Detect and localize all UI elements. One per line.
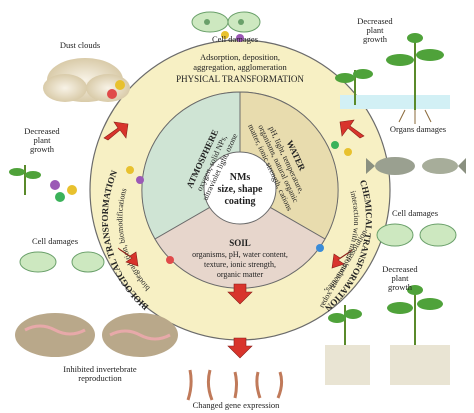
label-decreased-bottom-right-1: Decreased — [382, 264, 418, 274]
svg-text:organic matter: organic matter — [217, 270, 264, 279]
label-organs-damages: Organs damages — [390, 124, 446, 134]
label-decreased-top-right-1: Decreased — [357, 16, 393, 26]
arrow-down-soil — [227, 283, 253, 305]
worms-image — [15, 313, 178, 357]
label-cell-damages-right: Cell damages — [392, 208, 438, 218]
dust-cloud-image — [43, 58, 130, 102]
physical-text: Adsorption, deposition, aggregation, agg… — [176, 52, 304, 84]
label-decreased-top-right-3: growth — [363, 34, 388, 44]
label-inhibited-2: reproduction — [78, 373, 122, 383]
label-changed-gene: Changed gene expression — [193, 400, 281, 410]
svg-text:aggregation, agglomeration: aggregation, agglomeration — [193, 62, 287, 72]
center-circle — [203, 151, 277, 225]
svg-text:size, shape: size, shape — [218, 184, 264, 195]
arrow-right-upper — [339, 119, 365, 139]
label-dust-clouds: Dust clouds — [60, 40, 100, 50]
arrow-left-upper — [103, 121, 129, 141]
svg-text:coating: coating — [224, 196, 255, 207]
label-cell-damages-top: Cell damages — [212, 34, 258, 44]
nanoparticles — [126, 31, 352, 264]
label-decreased-top-right-2: plant — [367, 25, 385, 35]
cell-damage-left-image — [19, 251, 105, 273]
outer-labels: Dust clouds Cell damages Decreased plant… — [24, 16, 446, 410]
cell-damage-top-image — [191, 11, 261, 33]
plant-top-right-image — [335, 33, 450, 124]
soil-text: SOIL organisms, pH, water content, textu… — [192, 238, 288, 279]
label-decreased-left-3: growth — [30, 144, 55, 154]
plant-bottom-right-image — [325, 285, 450, 385]
label-decreased-left-1: Decreased — [24, 126, 60, 136]
svg-text:Adsorption, deposition,: Adsorption, deposition, — [200, 52, 280, 62]
svg-text:texture, ionic strength,: texture, ionic strength, — [204, 260, 276, 269]
label-decreased-bottom-right-3: growth — [388, 282, 413, 292]
label-inhibited-1: Inhibited invertebrate — [63, 364, 137, 374]
svg-text:NMs: NMs — [230, 172, 251, 183]
svg-text:organisms, pH, water content,: organisms, pH, water content, — [192, 250, 288, 259]
arrows — [103, 119, 365, 359]
label-decreased-left-2: plant — [34, 135, 52, 145]
label-decreased-bottom-right-2: plant — [392, 273, 410, 283]
arrow-right-lower — [331, 249, 353, 269]
arrow-left-lower — [117, 247, 139, 267]
label-cell-damages-left: Cell damages — [32, 236, 78, 246]
cell-damage-right-image — [376, 223, 457, 247]
arrow-down-gene — [227, 337, 253, 359]
plant-left-image — [9, 165, 77, 202]
svg-text:PHYSICAL TRANSFORMATION: PHYSICAL TRANSFORMATION — [176, 74, 304, 84]
center-text: NMs size, shape coating — [218, 172, 264, 207]
svg-text:SOIL: SOIL — [229, 238, 251, 248]
gene-image — [186, 369, 284, 401]
fish-image — [366, 157, 466, 175]
